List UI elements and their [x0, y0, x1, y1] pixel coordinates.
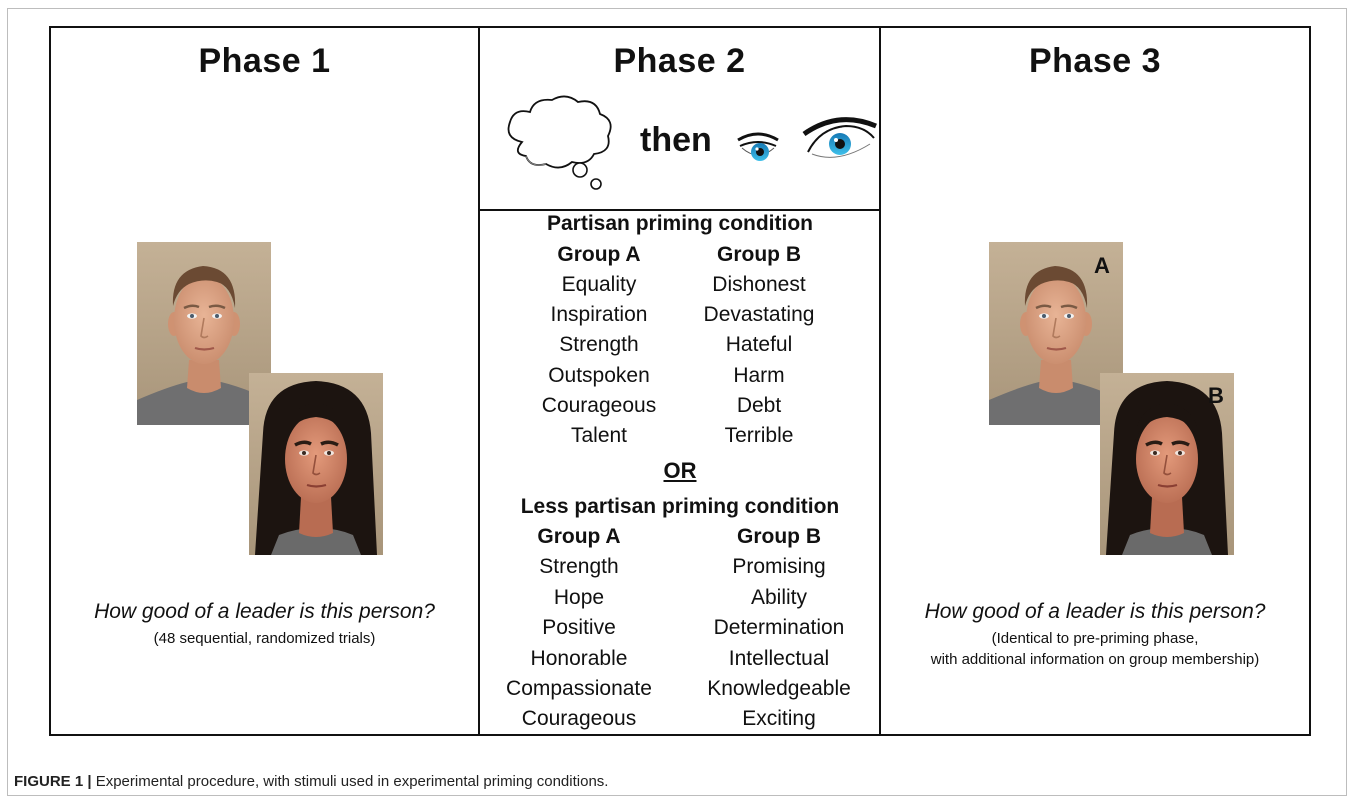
phase1-title: Phase 1: [198, 42, 331, 80]
phase3-question: How good of a leader is this person?: [924, 600, 1266, 623]
phase1-note: (48 sequential, randomized trials): [153, 630, 376, 647]
partisan-group-b-word: Terrible: [724, 424, 794, 447]
phase1-question: How good of a leader is this person?: [94, 600, 435, 623]
figure-caption: FIGURE 1 | Experimental procedure, with …: [14, 773, 608, 790]
phase3-note-line1: (Identical to pre-priming phase,: [991, 630, 1199, 647]
less-partisan-group-b-word: Knowledgeable: [707, 677, 851, 700]
eye-large-icon: [802, 117, 877, 158]
partisan-group-a-word: Inspiration: [550, 303, 648, 326]
less-partisan-group-b-word: Ability: [750, 586, 808, 609]
less-partisan-group-a-word: Hope: [553, 586, 605, 609]
partisan-group-a-header: Group A: [557, 243, 641, 266]
figure-frame: [7, 8, 1347, 796]
caption-label: FIGURE 1 |: [14, 773, 92, 790]
or-text: OR: [663, 458, 697, 483]
less-partisan-group-a-word: Courageous: [521, 707, 637, 730]
phase3-note-line2: with additional information on group mem…: [930, 651, 1260, 668]
less-partisan-group-b-header: Group B: [737, 525, 821, 548]
divider-phase2-horizontal: [478, 209, 881, 211]
phase3-group-b-badge: B: [1208, 383, 1224, 408]
partisan-group-b-word: Debt: [736, 394, 782, 417]
partisan-group-a-word: Courageous: [541, 394, 657, 417]
partisan-group-b-header: Group B: [717, 243, 801, 266]
thought-cloud-icon: [507, 95, 612, 190]
partisan-group-b-word: Hateful: [725, 333, 793, 356]
partisan-group-b-word: Dishonest: [712, 273, 806, 296]
partisan-condition-title: Partisan priming condition: [546, 212, 814, 235]
phase1-photo-face-b: [249, 373, 383, 555]
partisan-group-a-word: Talent: [570, 424, 628, 447]
caption-text: Experimental procedure, with stimuli use…: [91, 773, 609, 790]
less-partisan-group-a-word: Compassionate: [506, 677, 652, 700]
phase3-group-a-badge: A: [1094, 253, 1110, 278]
divider-phase2-phase3: [879, 26, 881, 736]
less-partisan-group-b-word: Determination: [713, 616, 845, 639]
less-partisan-group-b-word: Promising: [732, 555, 826, 578]
partisan-group-a-word: Strength: [559, 333, 639, 356]
phase3-title: Phase 3: [1028, 42, 1162, 80]
partisan-group-a-word: Outspoken: [548, 364, 650, 387]
partisan-group-a-word: Equality: [561, 273, 637, 296]
less-partisan-group-a-word: Honorable: [530, 647, 628, 670]
less-partisan-group-b-word: Intellectual: [728, 647, 830, 670]
or-label: OR: [479, 458, 881, 484]
less-partisan-group-a-header: Group A: [537, 525, 621, 548]
less-partisan-group-a-word: Positive: [542, 616, 616, 639]
phase2-title: Phase 2: [613, 42, 746, 80]
then-label: then: [640, 121, 712, 159]
eye-small-icon: [737, 132, 779, 161]
less-partisan-group-a-word: Strength: [539, 555, 619, 578]
less-partisan-condition-title: Less partisan priming condition: [520, 495, 840, 518]
panel-frame: [49, 26, 1311, 736]
less-partisan-group-b-word: Exciting: [742, 707, 816, 730]
divider-phase1-phase2: [478, 26, 480, 736]
partisan-group-b-word: Devastating: [703, 303, 815, 326]
partisan-group-b-word: Harm: [733, 364, 785, 387]
